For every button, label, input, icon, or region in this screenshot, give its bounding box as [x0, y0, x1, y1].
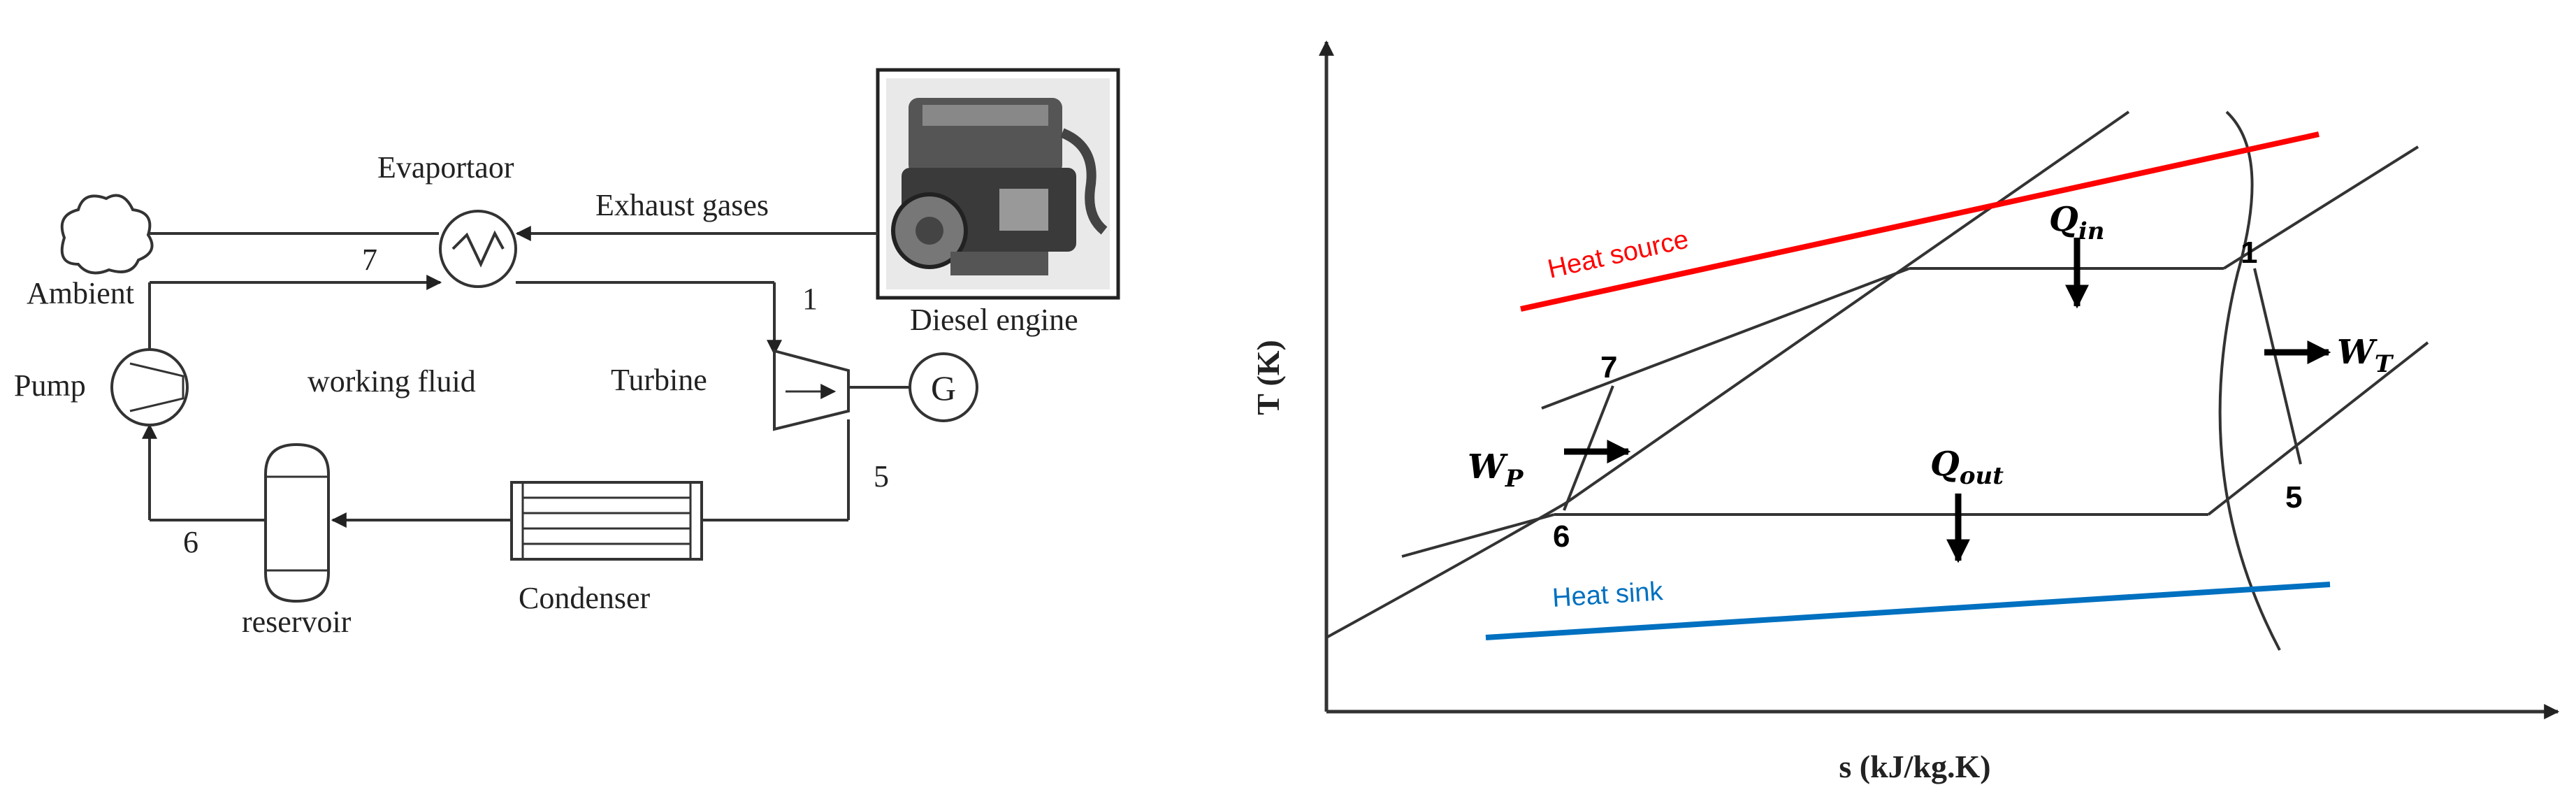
q-out-label: Qout: [1930, 445, 2004, 490]
generator: [909, 352, 978, 422]
reservoir-label: reservoir: [242, 605, 352, 639]
diesel-engine-label: Diesel engine: [910, 303, 1078, 337]
exhaust-gases-label: Exhaust gases: [595, 188, 769, 222]
state-6-label: 6: [183, 525, 198, 559]
ts-diagram: T (K) s (kJ/kg.K) Heat source Heat sink: [1250, 40, 2560, 784]
ts-point-6: 6: [1553, 519, 1570, 554]
ambient-label: Ambient: [27, 276, 134, 310]
heat-sink-label: Heat sink: [1551, 577, 1665, 613]
vapor-saturation-line: [2218, 110, 2281, 651]
s-axis-label: s (kJ/kg.K): [1839, 749, 1990, 784]
working-fluid-label: working fluid: [307, 364, 476, 398]
w-t-label: WT: [2337, 333, 2394, 378]
state-7-label: 7: [362, 243, 377, 277]
t-axis-label: T (K): [1250, 340, 1286, 415]
orc-schematic: [60, 68, 1120, 603]
w-p-label: WP: [1468, 447, 1524, 493]
state-5-label: 5: [874, 459, 889, 494]
pump-process: [1563, 385, 1614, 511]
generator-label: G: [931, 368, 956, 408]
pump: [110, 348, 189, 426]
evaporator: [439, 210, 517, 288]
evaporator-label: Evaportaor: [377, 150, 514, 185]
liquid-saturation-line: [1326, 110, 2130, 639]
condenser: [510, 481, 703, 561]
state-1-label: 1: [802, 282, 818, 316]
high-pressure-isobar: [1541, 267, 1910, 410]
diesel-engine-image: [876, 68, 1120, 300]
turbine-label: Turbine: [611, 363, 707, 397]
pump-label: Pump: [14, 368, 86, 403]
condenser-label: Condenser: [519, 581, 651, 615]
ts-point-7: 7: [1600, 350, 1617, 384]
q-in-label: Qin: [2049, 200, 2104, 245]
heat-source-line: [1520, 131, 2320, 312]
reservoir: [264, 442, 330, 603]
turbine: [773, 349, 850, 431]
ambient-cloud: [60, 194, 154, 275]
ts-point-5: 5: [2285, 480, 2302, 514]
turbine-process: [2253, 268, 2302, 465]
ts-point-1: 1: [2241, 236, 2257, 270]
low-pressure-isobar: [1401, 513, 1555, 558]
heat-sink-line: [1485, 582, 2331, 640]
